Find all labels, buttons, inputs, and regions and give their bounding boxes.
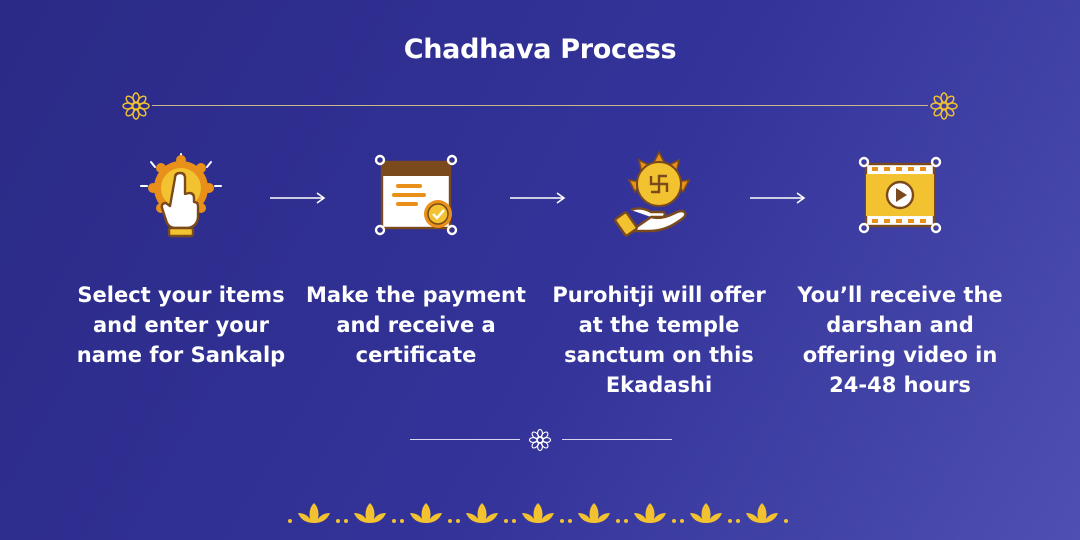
arrow-right-icon [750, 192, 806, 204]
mandala-icon [122, 92, 150, 120]
video-play-icon [858, 156, 942, 234]
mandala-icon [528, 428, 552, 452]
bottom-divider [410, 425, 672, 453]
step-1-text: Select your items and enter your name fo… [76, 283, 286, 367]
offering-hand-icon [614, 150, 691, 237]
step-3-text: Purohitji will offer at the temple sanct… [552, 283, 766, 397]
arrow-right-icon [270, 192, 326, 204]
tap-hand-icon [140, 153, 222, 238]
certificate-icon [374, 154, 458, 236]
mandala-icon [930, 92, 958, 120]
step-2: Make the payment and receive a certifica… [296, 150, 536, 370]
top-divider [120, 90, 960, 122]
arrow-right-icon [510, 192, 566, 204]
step-3: Purohitji will offer at the temple sanct… [539, 150, 779, 400]
step-4: You’ll receive the darshan and offering … [780, 150, 1020, 400]
process-steps: Select your items and enter your name fo… [0, 150, 1080, 410]
step-2-text: Make the payment and receive a certifica… [306, 283, 526, 367]
lotus-border-icon [288, 503, 788, 523]
step-1: Select your items and enter your name fo… [61, 150, 301, 370]
step-4-text: You’ll receive the darshan and offering … [797, 283, 1003, 397]
page-title: Chadhava Process [403, 34, 677, 65]
